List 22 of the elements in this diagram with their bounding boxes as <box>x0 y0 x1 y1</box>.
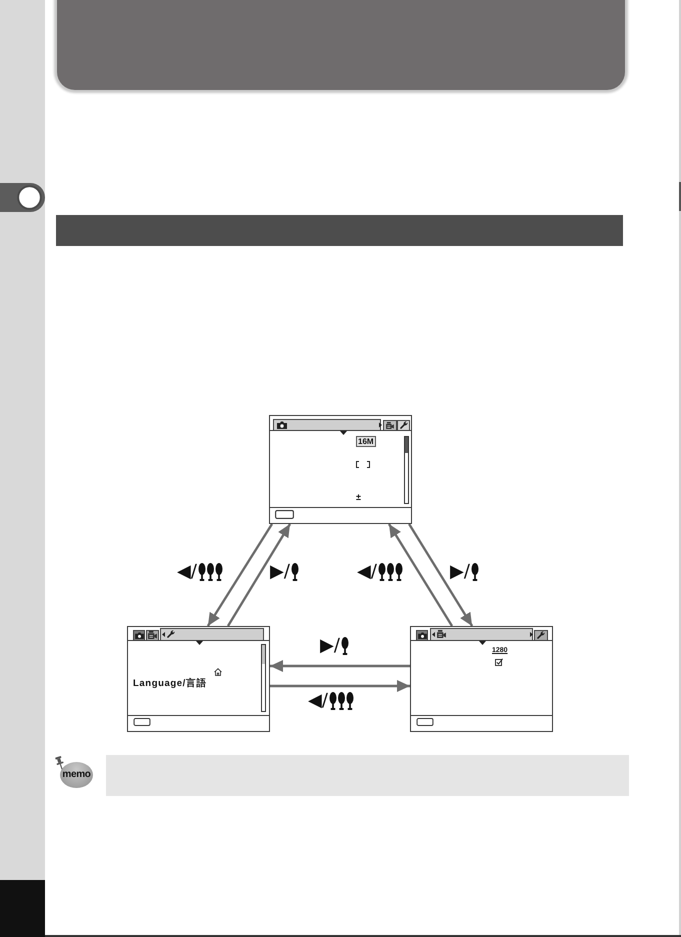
arrow <box>270 660 410 672</box>
menu-value-text: 16M <box>356 436 376 447</box>
arrow <box>206 523 274 627</box>
edge-label: ▶/ <box>270 563 290 581</box>
edge-label: ◀/ <box>308 692 328 710</box>
note-box <box>106 755 629 796</box>
memo-badge: memo <box>60 762 93 788</box>
edge-label: ▶/ <box>450 563 470 581</box>
title-banner <box>57 0 625 90</box>
arrow <box>270 680 410 692</box>
menu-screen <box>127 626 270 732</box>
arrow <box>388 523 454 627</box>
menu-item-text: Language/言語 <box>133 678 208 689</box>
menu-screen <box>410 626 553 732</box>
arrow <box>226 523 292 627</box>
edge-label: ▶/ <box>320 637 340 655</box>
section-heading-bar <box>56 215 623 246</box>
menu-value-text: ± <box>356 492 361 502</box>
menu-screen <box>269 415 412 524</box>
arrow <box>408 523 474 627</box>
edge-label: ◀/ <box>177 563 197 581</box>
edge-label: ◀/ <box>357 563 377 581</box>
